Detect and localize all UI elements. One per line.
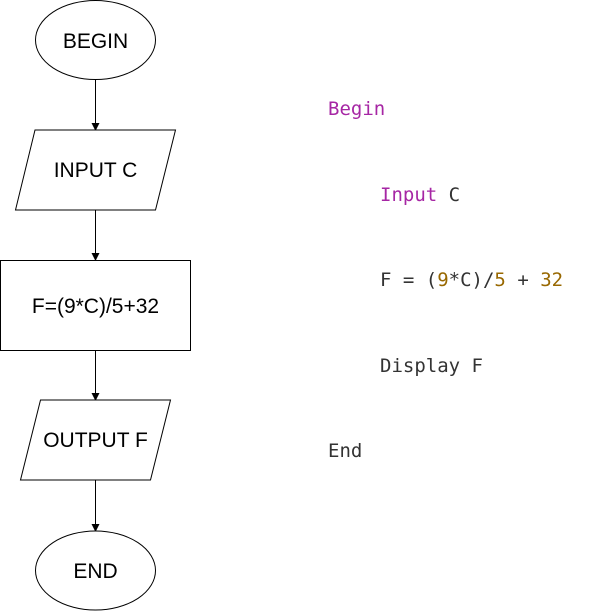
number-5: 5	[494, 269, 506, 291]
process-label: F=(9*C)/5+32	[32, 295, 159, 318]
start-label: BEGIN	[63, 30, 128, 53]
assign-prefix: F = (	[380, 269, 438, 291]
input-label: INPUT C	[54, 159, 138, 182]
input-parallelogram: INPUT C	[14, 129, 177, 211]
pseudocode-block: Begin Input C F = (9*C)/5 + 32 Display F…	[328, 38, 563, 494]
process-box: F=(9*C)/5+32	[0, 260, 191, 351]
assign-plus: +	[505, 269, 541, 291]
end-label: END	[73, 560, 117, 583]
start-terminal: BEGIN	[35, 0, 156, 80]
pseudo-line-end: End	[328, 437, 563, 466]
end-keyword: End	[328, 440, 363, 462]
input-variable: C	[437, 183, 461, 206]
flowchart: BEGIN INPUT C F=(9*C)/5+32 OUTPUT F END	[0, 0, 191, 611]
output-parallelogram: OUTPUT F	[19, 399, 172, 481]
display-statement: Display F	[380, 354, 483, 377]
end-terminal: END	[35, 530, 156, 611]
pseudo-line-display: Display F	[328, 352, 563, 381]
begin-keyword: Begin	[328, 98, 386, 120]
number-32: 32	[540, 269, 564, 291]
pseudo-line-assign: F = (9*C)/5 + 32	[328, 266, 563, 295]
number-9: 9	[437, 269, 449, 291]
output-label: OUTPUT F	[43, 429, 148, 452]
assign-middle: *C)/	[448, 269, 495, 291]
pseudo-line-begin: Begin	[328, 95, 563, 124]
pseudo-line-input: Input C	[328, 181, 563, 210]
input-keyword: Input	[380, 183, 438, 206]
